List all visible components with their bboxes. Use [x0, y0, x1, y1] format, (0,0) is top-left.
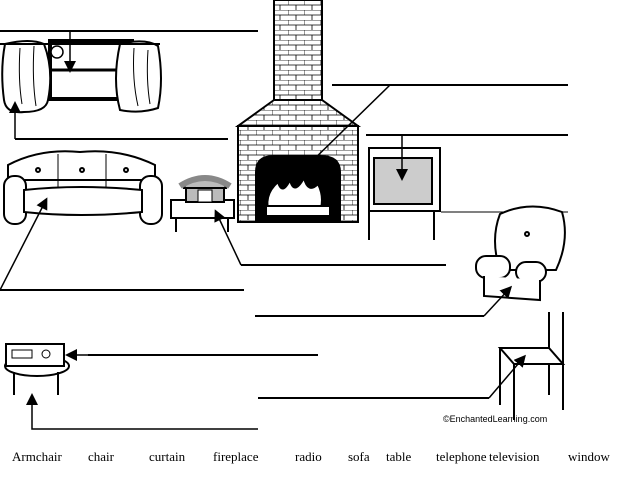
word-armchair: Armchair: [12, 449, 62, 464]
fireplace-drawing: [234, 0, 362, 223]
armchair-drawing: [475, 205, 566, 302]
word-radio: radio: [295, 449, 322, 464]
word-table: table: [386, 449, 412, 464]
copyright-credit: ©EnchantedLearning.com: [443, 414, 548, 424]
sofa-drawing: [3, 150, 163, 225]
word-sofa: sofa: [348, 449, 370, 464]
word-chair: chair: [88, 449, 114, 464]
chair-drawing: [497, 312, 566, 420]
table-telephone-drawing: [170, 175, 235, 232]
television-drawing: [368, 147, 441, 240]
word-television: television: [489, 449, 540, 464]
word-fireplace: fireplace: [213, 449, 259, 464]
word-curtain: curtain: [149, 449, 186, 464]
window-curtain-drawing: [0, 39, 162, 114]
word-bank: Armchair chair curtain fireplace radio s…: [0, 449, 627, 471]
word-window: window: [568, 449, 610, 464]
word-telephone: telephone: [436, 449, 487, 464]
answer-lines: [0, 30, 568, 399]
radio-table-drawing: [4, 343, 70, 395]
pointer-arrows: [0, 31, 526, 430]
